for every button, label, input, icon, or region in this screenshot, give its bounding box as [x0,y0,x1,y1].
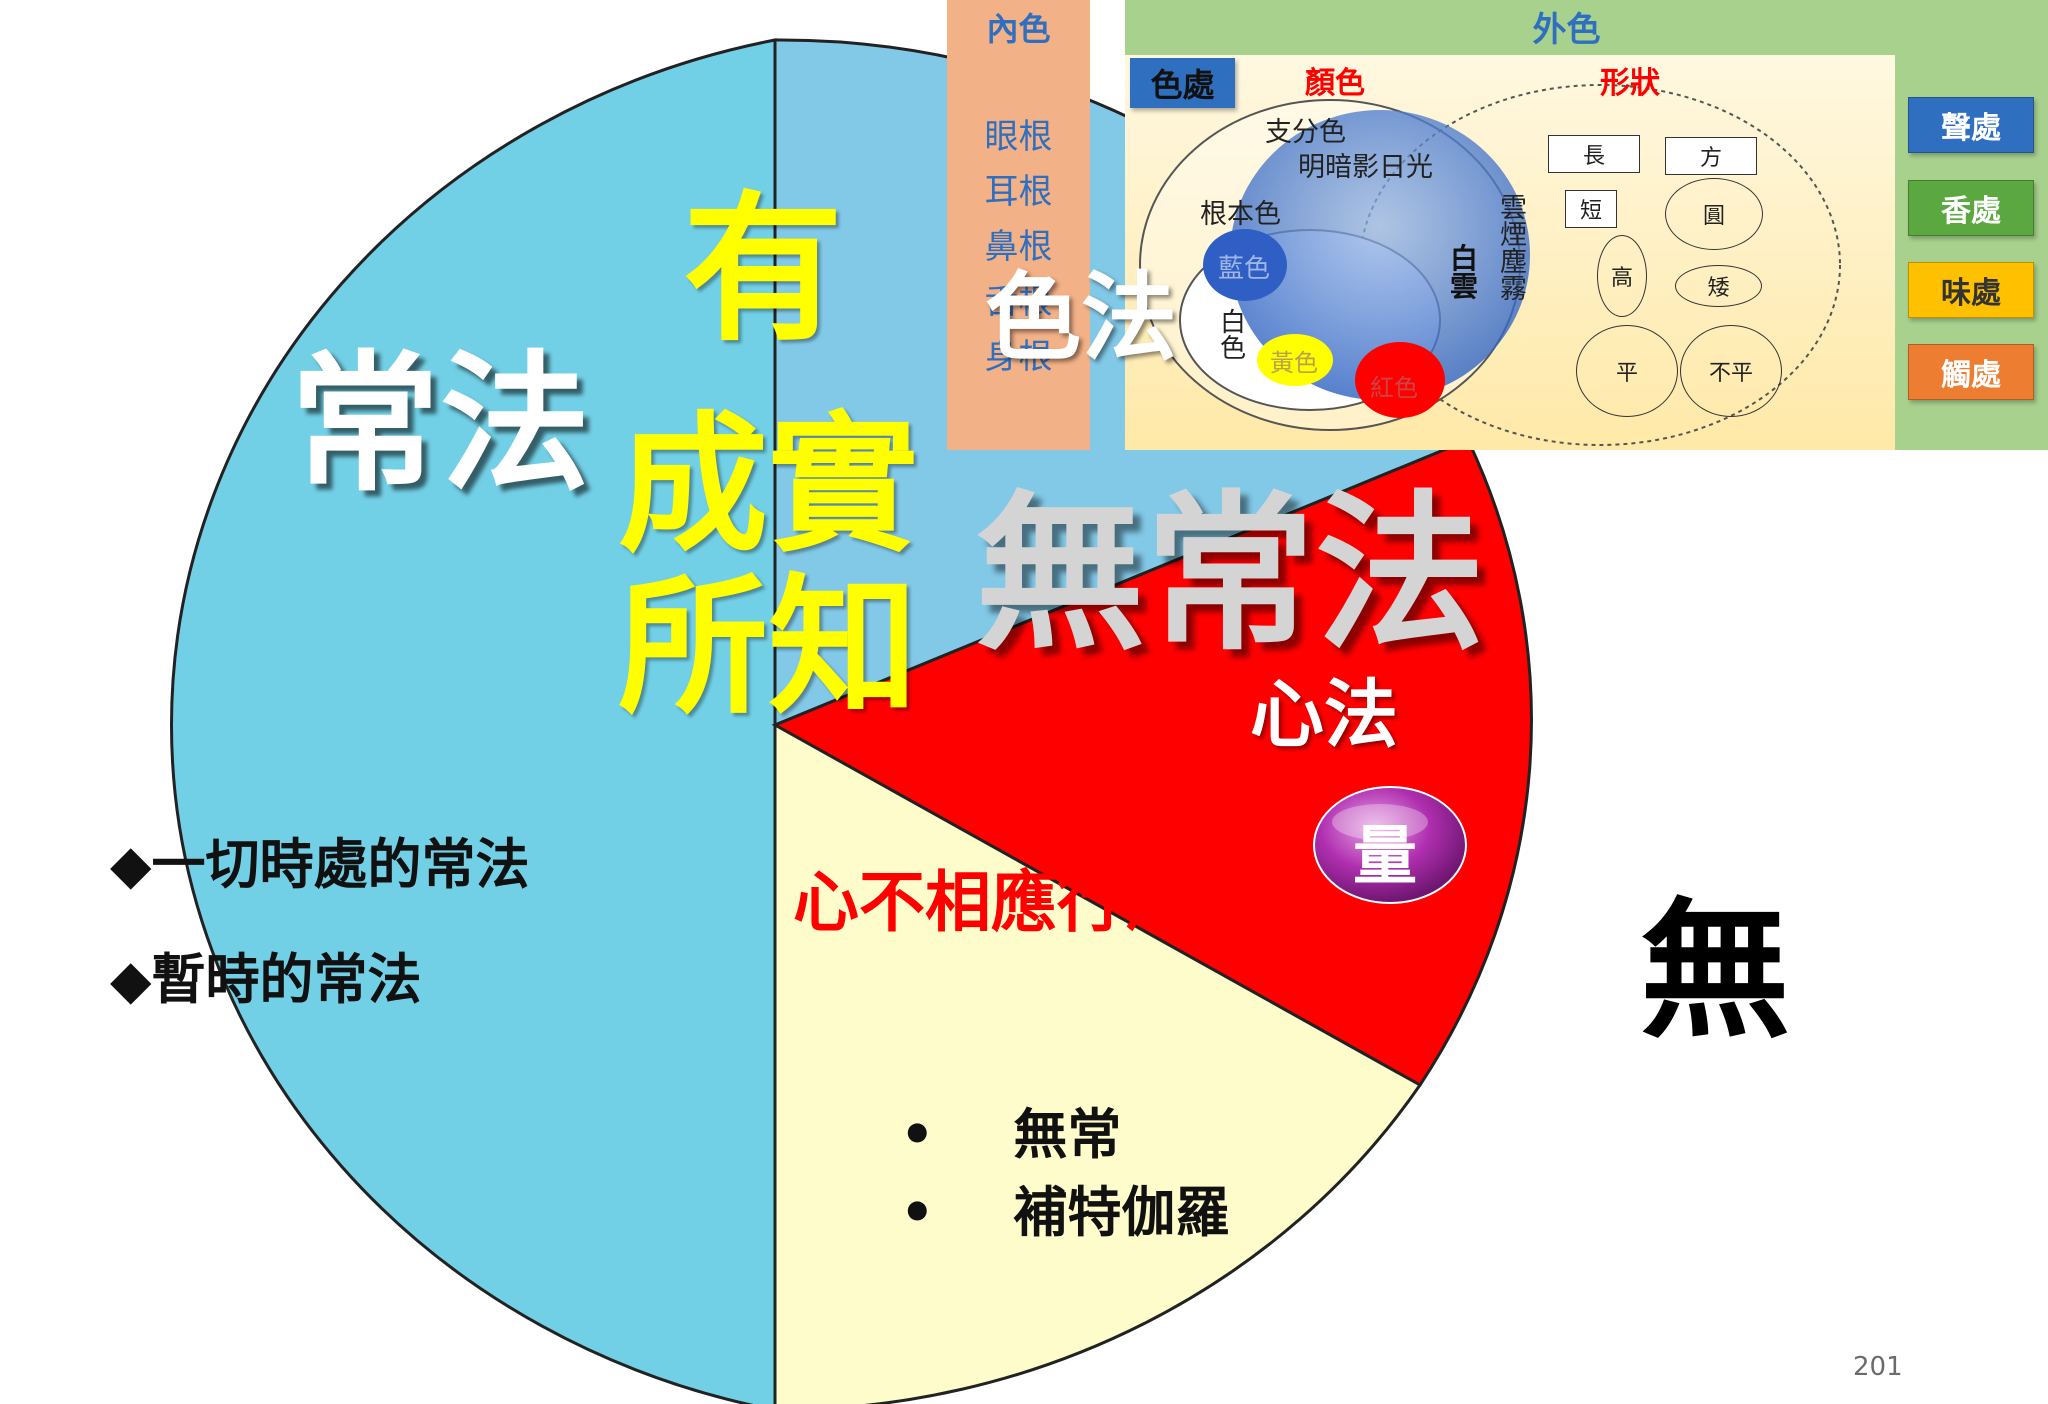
ear-faculty: 耳根 [984,172,1053,213]
vertical-char: 相 [925,864,991,941]
vertical-char: 心 [793,864,859,941]
mind-slice [771,438,1533,1087]
non-associated-slice [773,722,1423,1404]
exist-label: 有 [683,176,844,363]
sense-faculty-list: 眼根 耳根 鼻根 舌根 身根 [947,110,1090,385]
list-item-impermanent: • 無常 [900,1103,1122,1166]
vertical-char: 法 [1123,864,1189,941]
body-faculty: 身根 [984,337,1053,378]
measure-badge [1313,786,1467,904]
vertical-char: 應 [991,864,1057,941]
permanent-slice [170,38,777,1404]
white-label: 白 色 [1220,308,1247,364]
bullet-icon: • [900,1103,935,1166]
permanent-item-occasional: ◆暫時的常法 [110,948,422,1011]
form-label: 色法 [985,262,1177,374]
outer-form-title: 外色 [1532,10,1601,50]
nose-faculty: 鼻根 [984,227,1053,268]
root-color-label: 根本色 [1200,199,1281,230]
branch-color-items: 明暗影日光 [1298,152,1433,183]
white-cloud-label: 白 雲 [1450,242,1479,303]
shape-uneven: 不平 [1680,325,1782,417]
mind-label: 心法 [1250,672,1398,758]
blue-label: 藍色 [1218,254,1271,284]
red-label: 紅色 [1370,374,1418,402]
shape-short: 短 [1565,190,1617,228]
shape-square: 方 [1665,137,1757,175]
shape-high: 高 [1597,235,1647,317]
shape-low: 矮 [1675,265,1762,307]
vertical-char: 不 [859,864,925,941]
inner-form-title: 內色 [986,10,1051,48]
vertical-char: 常 [290,338,441,512]
shape-even: 平 [1576,325,1678,417]
branch-color-label: 支分色 [1265,117,1346,148]
touch-source: 觸處 [1908,344,2034,400]
measure-label: 量 [1353,820,1417,894]
non-existent-label: 無 [1640,885,1791,1059]
shape-title: 形狀 [1600,66,1660,101]
exist-sub-label: 成實 所知 [618,405,918,729]
page-number: 201 [1853,1352,1903,1382]
cloud-smoke-label: 雲 煙 塵 霧 [1500,193,1527,305]
sound-source: 聲處 [1908,97,2034,153]
list-item-person: • 補特伽羅 [900,1181,1230,1244]
vertical-char: 法 [1315,476,1486,674]
eye-faculty: 眼根 [984,117,1053,157]
smell-source: 香處 [1908,180,2034,236]
vertical-char: 法 [440,338,591,512]
shape-long: 長 [1548,135,1640,173]
non-associated-label: 心不相應行法 [793,870,1189,936]
true-existent-label: 成實 [618,399,919,573]
bullet-icon: • [900,1181,935,1244]
vertical-char: 常 [1145,476,1316,674]
permanent-label: 常法 [290,350,590,500]
permanent-item-all-times: ◆一切時處的常法 [110,833,530,896]
form-source-label: 色處 [1130,58,1235,108]
vertical-char: 行 [1057,864,1123,941]
object-of-knowledge-label: 所知 [618,561,919,735]
color-title: 顏色 [1305,66,1365,101]
taste-source: 味處 [1908,262,2034,318]
impermanent-label: 無常法 [975,490,1485,660]
shape-round: 圓 [1665,178,1763,250]
inner-form-panel: 內色 眼根 耳根 鼻根 舌根 身根 [947,0,1090,450]
vertical-char: 無 [975,476,1146,674]
tongue-faculty: 舌根 [984,282,1053,323]
yellow-label: 黃色 [1270,349,1318,377]
